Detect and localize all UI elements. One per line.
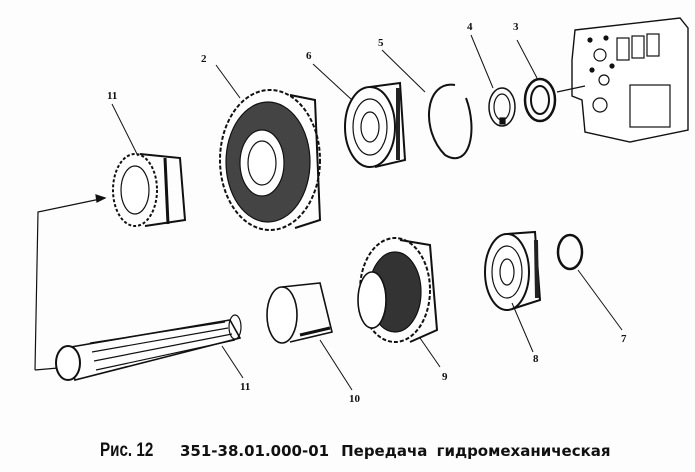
callout-3: 3 — [513, 21, 519, 33]
gear-9 — [357, 237, 439, 343]
figure-label: Рис. 12 — [100, 440, 154, 461]
callout-10: 10 — [349, 393, 360, 405]
large-gear-2 — [219, 89, 322, 231]
snap-ring-7 — [556, 233, 584, 271]
bearing-8 — [484, 230, 542, 311]
splined-coupling-11 — [112, 153, 187, 227]
callout-9: 9 — [442, 371, 448, 383]
snap-ring-5 — [428, 83, 473, 160]
round-nut-3 — [523, 77, 557, 123]
alignment-line — [556, 85, 586, 93]
callout-11-coupling: 11 — [107, 90, 118, 102]
bearing-6 — [344, 81, 407, 168]
gearbox-housing — [571, 17, 689, 143]
callout-11-shaft: 11 — [240, 381, 251, 393]
callout-4: 4 — [467, 21, 473, 33]
callout-7: 7 — [621, 333, 627, 345]
part-code: 351-38.01.000-01 — [180, 442, 330, 460]
callout-5: 5 — [378, 37, 384, 49]
splined-shaft-11 — [55, 314, 242, 381]
exploded-view-drawing: 11 2 6 5 4 3 7 8 9 10 11 — [34, 17, 689, 405]
figure-title: Передача гидромеханическая — [341, 442, 611, 460]
tab-washer-4 — [488, 87, 516, 127]
callout-6: 6 — [306, 50, 312, 62]
figure-caption: Рис. 12 351-38.01.000-01 Передача гидром… — [100, 440, 660, 466]
bushing-10 — [266, 282, 333, 344]
callout-8: 8 — [533, 353, 539, 365]
callout-2: 2 — [201, 53, 207, 65]
